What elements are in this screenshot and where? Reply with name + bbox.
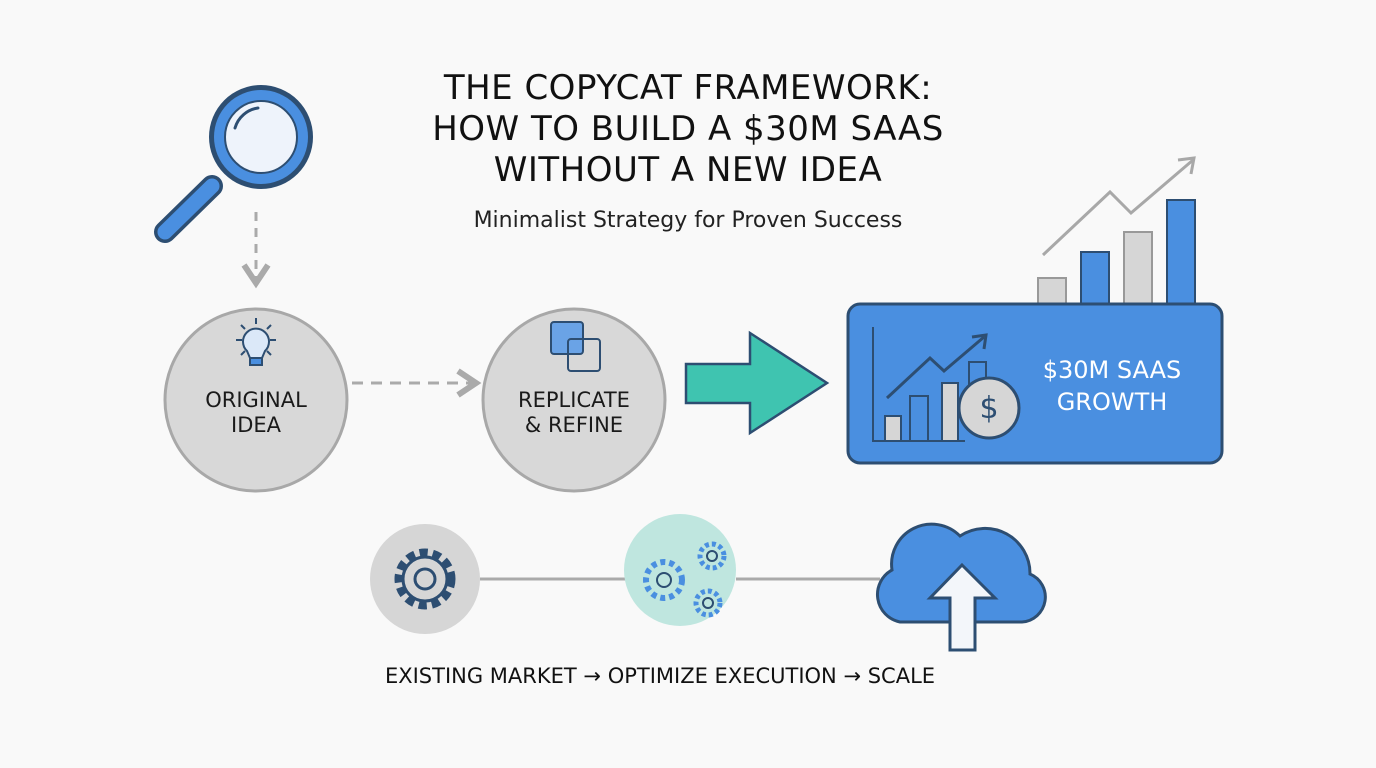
step-circle-replicate: [481, 307, 667, 493]
label-line: & REFINE: [524, 413, 624, 437]
result-label: $30M SAAS GROWTH: [1012, 354, 1212, 418]
magnifier-icon: [154, 85, 313, 243]
step-label-replicate: REPLICATE & REFINE: [484, 388, 664, 438]
label-line: GROWTH: [1056, 388, 1168, 416]
page-title: THE COPYCAT FRAMEWORK: HOW TO BUILD A $3…: [288, 68, 1088, 191]
title-line: THE COPYCAT FRAMEWORK:: [443, 68, 933, 108]
bottom-flow-label: EXISTING MARKET → OPTIMIZE EXECUTION → S…: [384, 664, 936, 688]
gear-icon: [394, 548, 456, 610]
gears-icon: [643, 541, 727, 618]
teal-arrow-icon: [684, 330, 830, 436]
subtitle: Minimalist Strategy for Proven Success: [473, 208, 903, 233]
label-line: ORIGINAL: [205, 388, 307, 412]
overlapping-squares-icon: [550, 321, 601, 372]
cloud-upload-icon: [875, 522, 1047, 652]
title-line: HOW TO BUILD A $30M SAAS: [432, 109, 944, 149]
step-label-original: ORIGINAL IDEA: [166, 388, 346, 438]
lightbulb-icon: [236, 318, 276, 366]
label-line: $30M SAAS: [1042, 356, 1182, 384]
step-circle-original: [163, 307, 349, 493]
label-line: IDEA: [231, 413, 281, 437]
label-line: REPLICATE: [518, 388, 630, 412]
title-line: WITHOUT A NEW IDEA: [493, 150, 883, 190]
dollar-icon: $: [979, 391, 998, 426]
growth-chart-dollar-icon: [872, 327, 1021, 442]
